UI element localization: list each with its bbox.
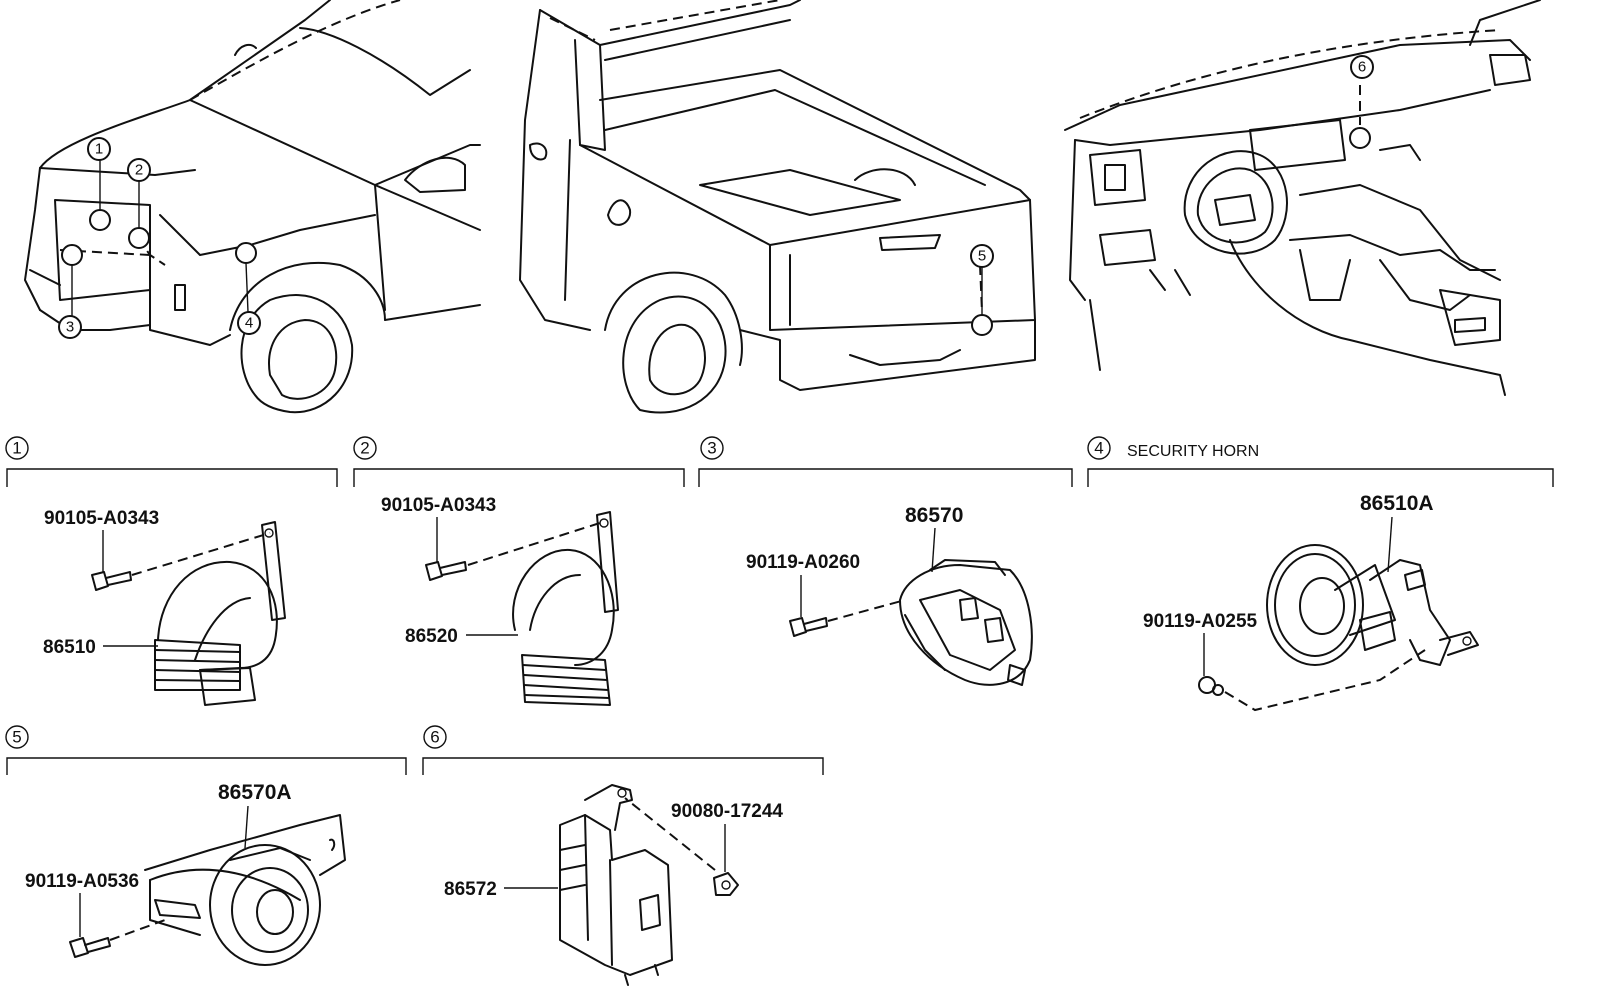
section-6-bracket	[422, 757, 824, 775]
section-3-assembly: 86570 90119-A0260	[746, 504, 1033, 686]
part-number-86510: 86510	[43, 637, 96, 658]
siren-86570-icon	[899, 559, 1033, 686]
section-1-ref: 1	[5, 436, 29, 460]
callout-6: 6	[1350, 55, 1374, 79]
horn-86520-icon	[512, 511, 619, 706]
section-5-ref: 5	[5, 725, 29, 749]
section-4-ref: 4	[1087, 436, 1111, 460]
nut-icon	[713, 872, 739, 896]
callout-3: 3	[58, 315, 82, 339]
svg-text:3: 3	[707, 439, 716, 458]
bolt-icon	[1198, 676, 1224, 696]
part-number-90105-a0343-2: 90105-A0343	[381, 495, 496, 516]
part-number-86510a: 86510A	[1360, 492, 1434, 515]
section-4-title: SECURITY HORN	[1127, 443, 1259, 460]
section-5-bracket	[6, 757, 407, 775]
section-6-assembly: 90080-17244 86572	[444, 784, 783, 986]
part-number-86570a: 86570A	[218, 781, 292, 804]
locator-4-marker	[235, 242, 257, 264]
locator-1-marker	[89, 209, 111, 231]
section-3-ref: 3	[700, 436, 724, 460]
truck-rear-view	[519, 0, 1036, 414]
section-4-bracket	[1087, 468, 1554, 487]
vehicle-callouts: 1 2 3 4 5 6	[58, 55, 1374, 339]
callout-2: 2	[127, 158, 151, 182]
svg-text:2: 2	[135, 162, 143, 179]
svg-text:5: 5	[978, 248, 986, 265]
bolt-icon	[69, 937, 111, 958]
callout-4: 4	[237, 311, 261, 335]
section-6-ref: 6	[423, 725, 447, 749]
part-number-90105-a0343-1: 90105-A0343	[44, 508, 159, 529]
bolt-icon	[789, 617, 828, 637]
svg-text:6: 6	[430, 728, 439, 747]
horn-86510-icon	[154, 521, 286, 706]
horn-86510a-icon	[1266, 544, 1479, 666]
part-number-90119-a0255: 90119-A0255	[1143, 611, 1258, 632]
svg-text:4: 4	[245, 315, 253, 332]
part-number-90119-a0260: 90119-A0260	[746, 552, 860, 573]
svg-text:3: 3	[66, 319, 74, 336]
locator-6-marker	[1349, 127, 1371, 149]
svg-text:5: 5	[12, 728, 21, 747]
part-number-86572: 86572	[444, 879, 497, 900]
locator-5-marker	[971, 314, 993, 336]
section-1-bracket	[6, 468, 338, 487]
section-2-assembly: 90105-A0343 86520	[381, 495, 619, 706]
locator-2-marker	[128, 227, 150, 249]
section-5-assembly: 86570A 90119-A0536	[25, 781, 346, 966]
dashboard-view	[1064, 0, 1541, 396]
part-number-90080-17244: 90080-17244	[671, 801, 783, 822]
section-3-bracket	[698, 468, 1073, 487]
section-2-ref: 2	[353, 436, 377, 460]
part-number-86520: 86520	[405, 626, 458, 647]
bolt-icon	[425, 561, 467, 581]
svg-text:2: 2	[360, 439, 369, 458]
section-headers: 1 2 3 4 SECURITY HORN 5 6	[5, 436, 1554, 775]
part-number-86570: 86570	[905, 504, 963, 527]
svg-text:1: 1	[12, 439, 21, 458]
svg-text:6: 6	[1358, 59, 1366, 76]
locator-3-marker	[61, 244, 83, 266]
siren-86570a-icon	[144, 814, 346, 966]
section-1-assembly: 90105-A0343 86510	[43, 508, 286, 706]
section-4-assembly: 86510A 90119-A0255	[1143, 492, 1479, 712]
truck-front-view	[24, 0, 481, 414]
section-2-bracket	[353, 468, 685, 487]
svg-text:1: 1	[95, 141, 103, 158]
bolt-icon	[91, 571, 132, 591]
callout-1: 1	[87, 137, 111, 161]
part-number-90119-a0536: 90119-A0536	[25, 871, 139, 892]
locator-markers	[61, 127, 1371, 336]
module-86572-icon	[559, 784, 673, 986]
callout-5: 5	[970, 244, 994, 268]
svg-text:4: 4	[1094, 439, 1103, 458]
